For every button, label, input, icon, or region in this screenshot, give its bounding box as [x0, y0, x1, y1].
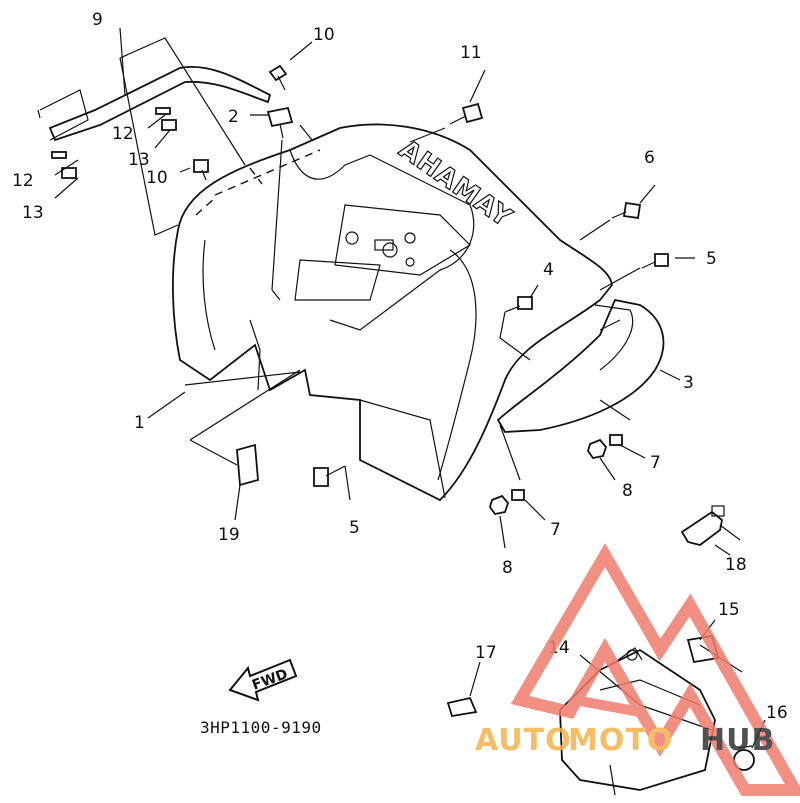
callout-8-left: 8 [502, 558, 513, 578]
callout-2: 2 [228, 107, 239, 127]
callout-13-left: 13 [22, 203, 44, 223]
callout-7-left: 7 [550, 520, 561, 540]
callout-4: 3 [683, 373, 694, 393]
callout-17: 17 [475, 643, 497, 663]
callout-8-right: 8 [622, 481, 633, 501]
side-cover [496, 298, 665, 433]
callout-6: 6 [644, 148, 655, 168]
callout-5-mid: 4 [543, 260, 554, 280]
cushion-pad [446, 696, 478, 718]
callout-12-right: 12 [112, 124, 134, 144]
callout-9: 9 [92, 10, 103, 30]
watermark-word-hub: HUB [700, 723, 775, 758]
grab-bar-stay [48, 65, 272, 142]
watermark-logo: AUTO MOTO HUB [475, 543, 800, 796]
fasteners [51, 64, 755, 771]
watermark-word-auto: AUTO [475, 723, 572, 758]
callout-3: 5 [349, 518, 360, 538]
callout-15: 15 [718, 600, 740, 620]
watermark-word-moto: MOTO [568, 723, 673, 758]
rear-fender-body [172, 123, 613, 502]
bracket-plate [680, 505, 725, 546]
callout-13-right: 13 [128, 150, 150, 170]
callout-12-left: 12 [12, 171, 34, 191]
callout-19: 19 [218, 525, 240, 545]
callout-18: 18 [725, 555, 747, 575]
callout-1: 1 [134, 413, 145, 433]
leader-lines [37, 27, 766, 749]
part-code: 3HP1100-9190 [200, 718, 322, 737]
callout-16: 16 [766, 703, 788, 723]
fwd-label: FWD [250, 666, 290, 694]
mud-flap [236, 443, 259, 487]
callout-11: 11 [460, 43, 482, 63]
callout-10-left: 10 [146, 168, 168, 188]
fwd-arrow: FWD [228, 658, 298, 702]
callout-5-right: 5 [706, 249, 717, 269]
lower-cover [559, 647, 716, 796]
callout-10-top: 10 [313, 25, 335, 45]
callout-7-right: 7 [650, 453, 661, 473]
